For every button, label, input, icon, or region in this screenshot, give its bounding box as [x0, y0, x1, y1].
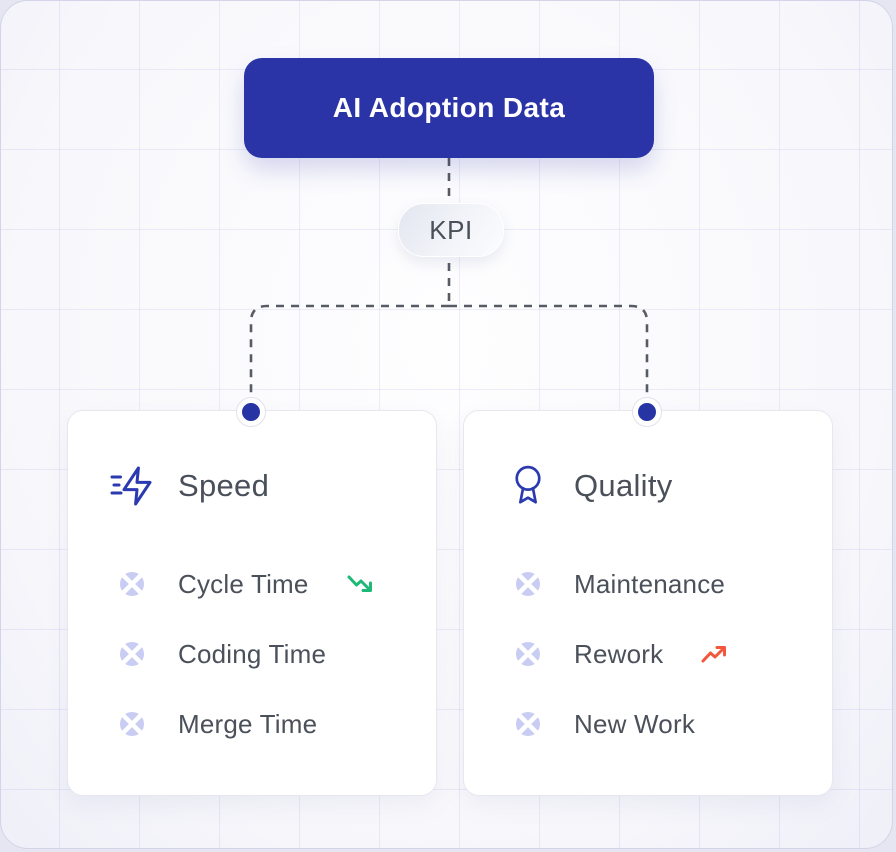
- list-item-maintenance: Maintenance: [506, 549, 832, 619]
- list-item-coding-time: Coding Time: [110, 619, 436, 689]
- connector-branch-left: [249, 304, 449, 400]
- speed-card[interactable]: Speed Cycle Time Coding Time: [67, 410, 437, 796]
- speed-metric-list: Cycle Time Coding Time Merge Tim: [110, 549, 436, 759]
- list-item-label: Cycle Time: [178, 568, 309, 599]
- list-item-new-work: New Work: [506, 689, 832, 759]
- clover-bullet-icon: [506, 571, 550, 597]
- award-ribbon-icon: [506, 462, 550, 510]
- list-item-label: Maintenance: [574, 568, 726, 599]
- list-item-label: New Work: [574, 708, 696, 739]
- list-item-cycle-time: Cycle Time: [110, 549, 436, 619]
- kpi-node[interactable]: KPI: [398, 203, 504, 257]
- quality-card[interactable]: Quality Maintenance Rework: [463, 410, 833, 796]
- list-item-merge-time: Merge Time: [110, 689, 436, 759]
- clover-bullet-icon: [110, 571, 154, 597]
- clover-bullet-icon: [110, 641, 154, 667]
- clover-bullet-icon: [506, 711, 550, 737]
- list-item-rework: Rework: [506, 619, 832, 689]
- root-node-label: AI Adoption Data: [332, 92, 566, 123]
- list-item-label: Merge Time: [178, 708, 318, 739]
- speed-card-header: Speed: [110, 463, 436, 509]
- quality-metric-list: Maintenance Rework New Work: [506, 549, 832, 759]
- list-item-label: Coding Time: [178, 638, 327, 669]
- connector-branch-right: [449, 304, 649, 400]
- speed-bolt-icon: [110, 462, 154, 510]
- list-item-label: Rework: [574, 638, 664, 669]
- quality-card-header: Quality: [506, 463, 832, 509]
- kpi-label: KPI: [429, 214, 473, 245]
- speed-card-title: Speed: [178, 468, 270, 503]
- clover-bullet-icon: [506, 641, 550, 667]
- root-node-ai-adoption-data[interactable]: AI Adoption Data: [244, 58, 654, 158]
- quality-card-title: Quality: [574, 468, 673, 503]
- trend-up-icon: [701, 643, 727, 665]
- trend-down-icon: [347, 573, 373, 595]
- clover-bullet-icon: [110, 711, 154, 737]
